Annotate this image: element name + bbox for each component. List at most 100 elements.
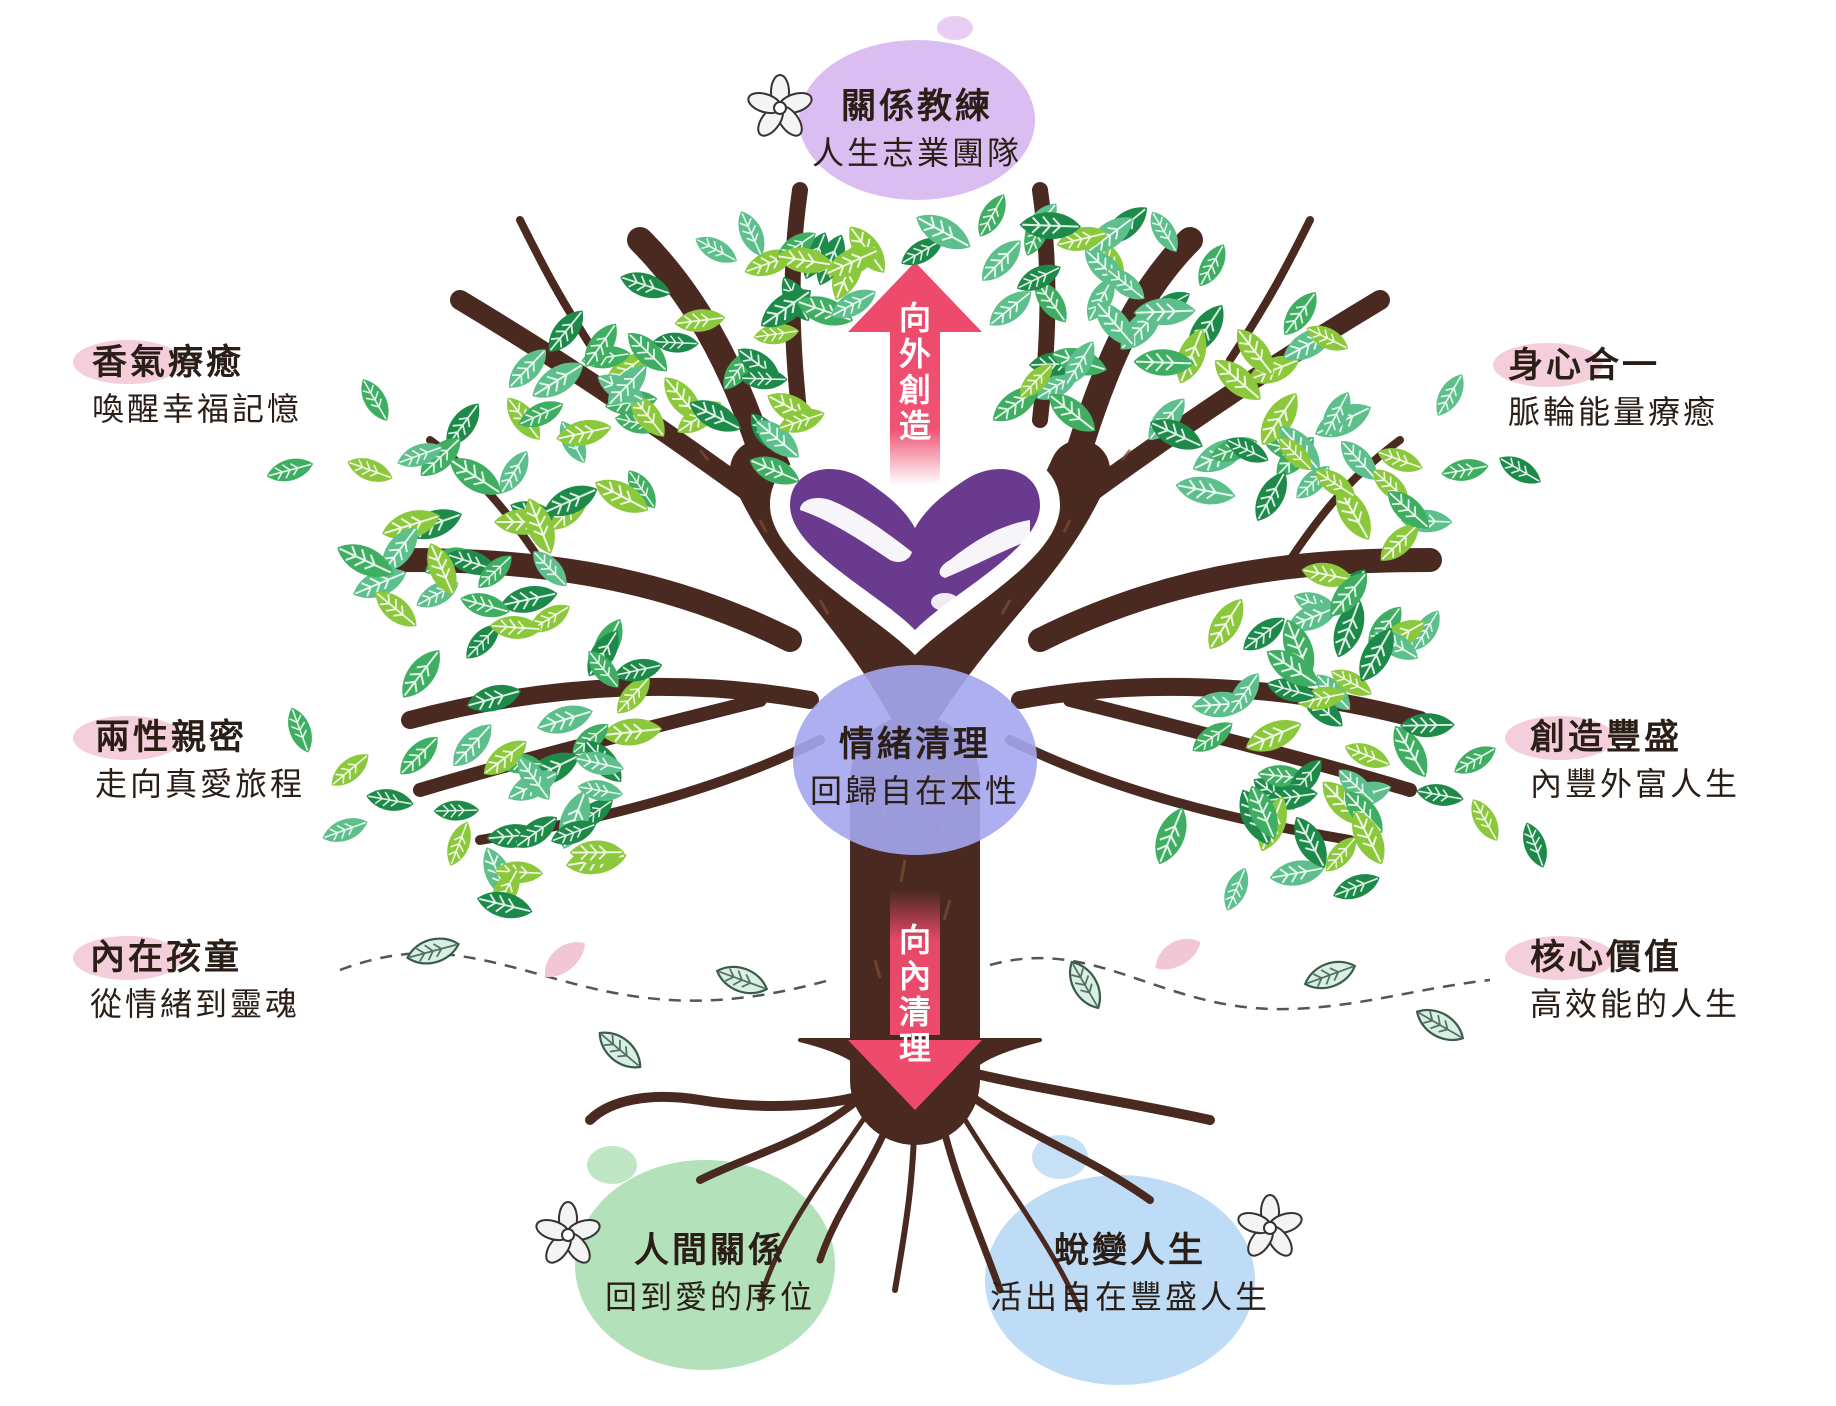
node-right-3: 核心價值 高效能的人生 — [1530, 935, 1830, 1027]
leaf-icon — [446, 403, 480, 447]
leaf-icon — [1523, 822, 1547, 868]
node-left-1-title: 香氣療癒 — [92, 343, 245, 383]
leaf-icon — [595, 479, 649, 513]
leaf-icon — [1454, 746, 1496, 774]
node-bottom-left-title: 人間關係 — [633, 1231, 786, 1271]
wind-line-right — [989, 956, 1491, 1011]
leaf-icon — [601, 718, 663, 746]
arrow-down-text: 向內清理 — [898, 921, 931, 1067]
leaf-icon — [478, 555, 512, 588]
leaf-icon — [1377, 448, 1423, 472]
leaf-icon — [1306, 325, 1349, 351]
leaf-icon — [715, 965, 769, 995]
node-left-3-title: 內在孩童 — [90, 938, 243, 978]
bubble-bottom-right — [985, 1135, 1255, 1385]
leaf-icon — [337, 544, 394, 577]
leaf-icon — [1266, 650, 1319, 687]
leaf-icon — [689, 400, 742, 432]
leaf-icon — [738, 211, 765, 257]
leaf-icon — [551, 820, 597, 845]
bubble-bottom-left — [575, 1146, 835, 1370]
leaf-icon — [537, 705, 593, 734]
flower-icon — [747, 74, 813, 137]
leaf-icon — [1416, 784, 1464, 806]
node-bottom-left: 人間關係 回到愛的序位 — [560, 1228, 860, 1320]
leaf-icon — [400, 737, 438, 775]
leaf-icon — [489, 616, 542, 639]
flower-icon — [1237, 1194, 1303, 1257]
leaf-icon — [1359, 628, 1394, 682]
leaf-icon — [466, 684, 522, 712]
leaf-icon — [653, 332, 699, 353]
leaf-icon — [381, 527, 418, 573]
leaf-icon — [366, 789, 414, 811]
node-left-1: 香氣療癒 喚醒幸福記憶 — [92, 340, 392, 432]
leaf-icon — [740, 368, 788, 390]
leaf-icon — [402, 650, 440, 698]
node-right-2-title: 創造豐盛 — [1530, 718, 1683, 758]
leaf-icon — [322, 818, 368, 842]
leaf-icon — [1301, 562, 1354, 587]
leaf-icon — [515, 816, 558, 848]
leaf-icon — [499, 451, 529, 494]
leaf-icon — [749, 456, 800, 485]
leaf-icon — [1020, 364, 1053, 398]
leaf-icon — [617, 677, 650, 714]
leaf-icon — [288, 707, 312, 753]
leaf-icon — [528, 604, 570, 633]
node-left-2-title: 兩性親密 — [95, 718, 248, 758]
leaf-icon — [1150, 211, 1178, 252]
leaf-icon — [1224, 867, 1249, 911]
node-right-2: 創造豐盛 內豐外富人生 — [1530, 715, 1830, 807]
leaf-layer — [337, 194, 1455, 919]
leaf-icon — [1064, 341, 1095, 386]
leaf-icon — [548, 310, 584, 352]
leaf-icon — [1436, 374, 1464, 416]
leaf-icon — [1325, 837, 1357, 872]
leaf-icon — [627, 470, 656, 509]
leaf-icon — [1069, 960, 1101, 1010]
leaf-icon — [1499, 456, 1541, 484]
leaf-icon — [1294, 816, 1327, 868]
leaf-icon — [427, 543, 457, 595]
leaf-icon — [347, 458, 393, 482]
leaf-icon — [453, 724, 492, 766]
leaf-icon — [331, 754, 369, 786]
leaf-icon — [1412, 610, 1440, 651]
node-bottom-right: 蛻變人生 活出自在豐盛人生 — [950, 1228, 1310, 1320]
leaf-icon — [628, 333, 667, 372]
leaf-icon — [1330, 572, 1368, 617]
node-bottom-left-subtitle: 回到愛的序位 — [604, 1278, 815, 1316]
arrow-down-icon — [848, 890, 982, 1110]
leaf-icon — [1333, 599, 1365, 658]
leaf-icon — [1415, 1009, 1465, 1041]
node-right-1-subtitle: 脈輪能量療癒 — [1508, 393, 1719, 431]
leaf-icon — [989, 291, 1032, 326]
leaf-icon — [1279, 438, 1312, 470]
leaf-icon — [1208, 598, 1244, 650]
flower-icon — [535, 1201, 601, 1264]
decorations — [266, 74, 1547, 1264]
leaf-icon — [375, 591, 417, 627]
leaf-icon — [1016, 264, 1061, 291]
leaf-icon — [614, 658, 663, 682]
node-left-1-subtitle: 喚醒幸福記憶 — [92, 390, 303, 428]
leaf-icon — [446, 549, 497, 575]
arrow-up-icon — [848, 262, 982, 485]
leaf-icon — [588, 651, 619, 688]
leaf-icon — [509, 349, 546, 388]
leaf-icon — [1393, 725, 1428, 778]
leaf-icon — [1400, 713, 1455, 738]
leaf-icon — [518, 401, 564, 428]
leaf-icon — [1260, 393, 1298, 445]
leaf-icon — [569, 840, 625, 865]
leaf-icon — [361, 379, 389, 421]
leaf-icon — [1034, 280, 1067, 323]
leaf-icon — [1095, 301, 1135, 346]
leaf-icon — [382, 510, 441, 540]
leaf-icon — [406, 937, 460, 965]
leaf-icon — [460, 593, 510, 618]
leaf-icon — [1380, 524, 1419, 561]
leaf-icon — [1236, 329, 1274, 375]
leaf-icon — [1198, 244, 1226, 287]
